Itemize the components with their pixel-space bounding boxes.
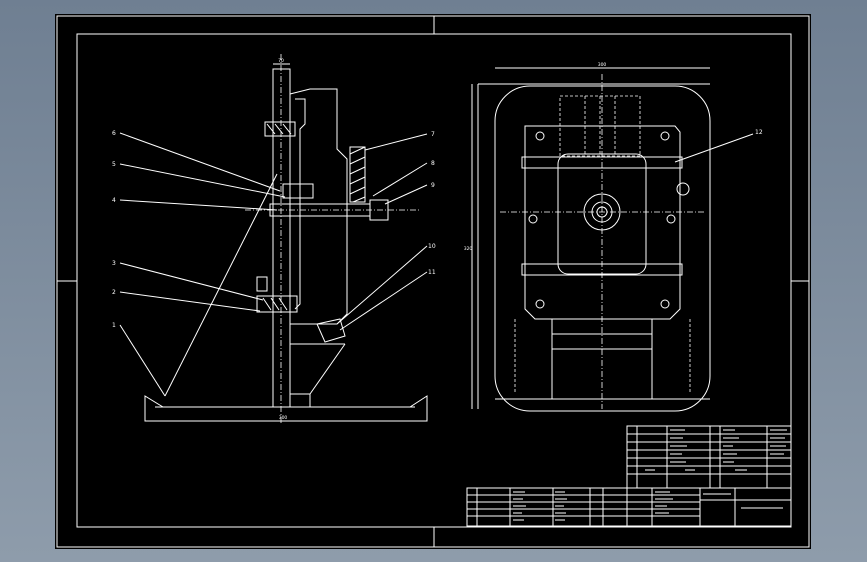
leader-11 — [339, 271, 428, 331]
callout-11: 11 — [428, 269, 436, 276]
side-section-view: 70 300 6 5 4 3 2 1 7 8 9 10 11 — [112, 54, 436, 424]
callout-1: 1 — [112, 322, 116, 329]
hole-br — [660, 299, 670, 309]
parts-list-lower — [466, 487, 792, 527]
side-knob — [676, 182, 690, 196]
hole-tl — [535, 131, 545, 141]
leader-8 — [372, 162, 428, 197]
leader-5 — [119, 163, 286, 198]
cad-viewport[interactable]: 70 300 6 5 4 3 2 1 7 8 9 10 11 — [55, 14, 811, 549]
lower-fastener — [256, 295, 298, 313]
leader-7 — [364, 133, 428, 151]
hole-ml — [528, 214, 538, 224]
support-pin — [316, 318, 346, 343]
fixture-body — [289, 88, 348, 325]
fixture-inner — [294, 98, 306, 310]
assembly-drawing: 70 300 6 5 4 3 2 1 7 8 9 10 11 — [56, 15, 810, 548]
upper-screw-hatch — [266, 123, 292, 135]
dim-base-label: 300 — [279, 415, 288, 421]
gusset-slope — [309, 343, 346, 395]
leader-6 — [119, 132, 281, 192]
callout-6: 6 — [112, 130, 116, 137]
leader-10 — [336, 245, 428, 325]
callout-3: 3 — [112, 260, 116, 267]
column — [272, 68, 291, 408]
title-block — [466, 425, 792, 527]
upper-screw — [264, 121, 296, 137]
outer-border — [56, 15, 810, 548]
front-view: 300 320 12 — [464, 62, 763, 412]
hole-tr — [660, 131, 670, 141]
callout-7: 7 — [431, 131, 435, 138]
callout-4: 4 — [112, 197, 116, 204]
leader-4 — [119, 199, 278, 211]
small-nut — [282, 183, 314, 199]
callout-9: 9 — [431, 182, 435, 189]
leader-1 — [119, 324, 166, 397]
parts-list-upper — [626, 425, 792, 489]
leader-3 — [119, 262, 264, 301]
lower-fastener-hatch — [262, 297, 288, 311]
hole-bl — [535, 299, 545, 309]
callout-5: 5 — [112, 161, 116, 168]
leader-12 — [674, 133, 754, 163]
gusset-diagonal — [164, 173, 278, 397]
front-body — [494, 85, 711, 412]
lower-tab — [256, 276, 268, 292]
inner-border — [76, 33, 792, 528]
callout-2: 2 — [112, 289, 116, 296]
callout-8: 8 — [431, 160, 435, 167]
clamp-block — [349, 146, 366, 203]
inner-plate — [524, 125, 681, 320]
callout-12: 12 — [755, 129, 763, 136]
leader-9 — [384, 184, 428, 205]
front-dim-top: 300 — [598, 62, 607, 68]
title-block-text-marks — [513, 429, 787, 521]
dim-top-label: 70 — [278, 58, 284, 64]
lower-support — [551, 318, 653, 400]
leader-2 — [119, 291, 261, 312]
callout-10: 10 — [428, 243, 436, 250]
front-dim-left: 320 — [464, 246, 473, 252]
clamp-hatch — [349, 146, 366, 203]
hole-mr — [666, 214, 676, 224]
